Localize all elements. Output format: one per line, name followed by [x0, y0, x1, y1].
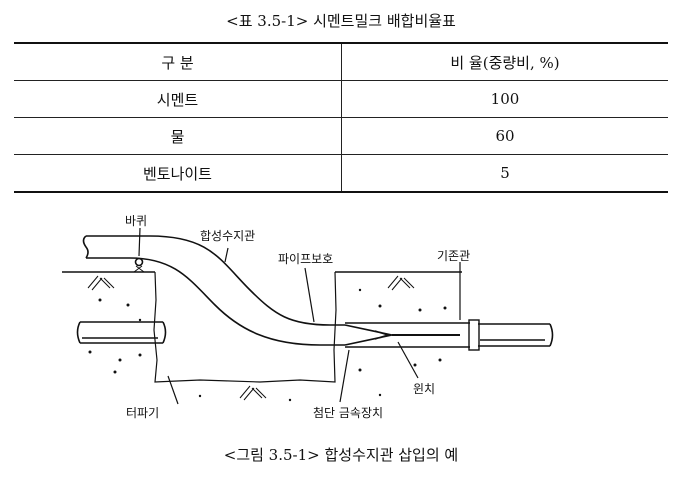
leader-lines	[138, 227, 461, 405]
row-item: 시멘트	[14, 80, 342, 118]
row-item: 물	[14, 117, 342, 155]
header-ratio: 비 율(중량비, %)	[341, 42, 668, 81]
pipe-coupling	[468, 319, 480, 351]
table-row: 벤토나이트 5	[14, 154, 668, 193]
row-ratio: 60	[341, 117, 668, 155]
metal-tip	[344, 324, 393, 346]
label-existing-pipe: 기존관	[437, 249, 471, 263]
synthetic-pipe-top	[86, 235, 345, 326]
label-wheel: 바퀴	[125, 214, 148, 228]
soil-specks	[88, 288, 447, 402]
row-ratio: 5	[341, 154, 668, 193]
table-caption: <표 3.5-1> 시멘트밀크 배합비율표	[226, 12, 456, 30]
label-excavation: 터파기	[126, 406, 160, 420]
figure-caption: <그림 3.5-1> 합성수지관 삽입의 예	[223, 446, 459, 464]
wheel-icon	[134, 257, 144, 267]
label-pipe-protection: 파이프보호	[278, 252, 334, 266]
mix-ratio-table: 구 분 비 율(중량비, %) 시멘트 100 물 60 벤토나이트 5	[14, 42, 668, 193]
header-category: 구 분	[14, 42, 342, 81]
soil-hatching	[87, 275, 415, 401]
row-ratio: 100	[341, 80, 668, 118]
label-metal-tip: 첨단 금속장치	[313, 406, 384, 420]
synthetic-pipe-bottom	[86, 257, 345, 346]
table-header-row: 구 분 비 율(중량비, %)	[14, 42, 668, 81]
existing-pipe	[345, 322, 554, 348]
trench-outline	[153, 271, 337, 383]
label-synthetic-pipe: 합성수지관	[200, 229, 256, 243]
label-winch: 윈치	[413, 382, 436, 396]
synthetic-pipe-end	[82, 235, 89, 259]
table-row: 시멘트 100	[14, 80, 668, 118]
left-buried-pipe	[76, 321, 167, 344]
table-row: 물 60	[14, 117, 668, 155]
row-item: 벤토나이트	[14, 154, 342, 193]
